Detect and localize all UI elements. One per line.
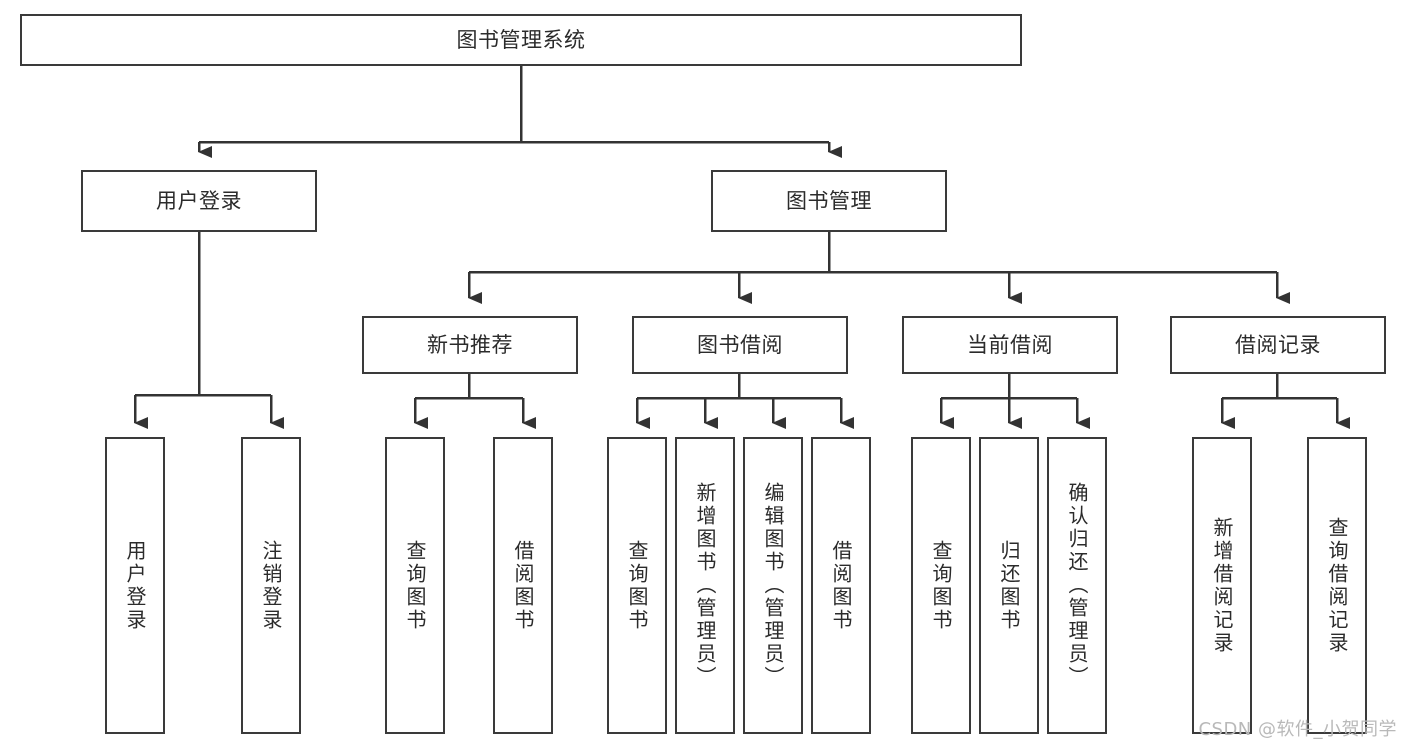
node-leaf-user-login[interactable]: 用户登录 (105, 437, 165, 734)
node-leaf-query-book-2[interactable]: 查询图书 (607, 437, 667, 734)
node-user-login-label: 用户登录 (156, 188, 242, 213)
node-leaf-return-book-label: 归还图书 (997, 539, 1021, 632)
node-leaf-query-book-3[interactable]: 查询图书 (911, 437, 971, 734)
node-leaf-query-book-1[interactable]: 查询图书 (385, 437, 445, 734)
node-leaf-borrow-book-1[interactable]: 借阅图书 (493, 437, 553, 734)
node-leaf-edit-book[interactable]: 编辑图书（管理员） (743, 437, 803, 734)
node-leaf-confirm-return[interactable]: 确认归还（管理员） (1047, 437, 1107, 734)
node-book-borrow-label: 图书借阅 (697, 332, 783, 357)
node-current-borrow-label: 当前借阅 (967, 332, 1053, 357)
node-new-book-rec-label: 新书推荐 (427, 332, 513, 357)
node-user-login[interactable]: 用户登录 (81, 170, 317, 232)
node-leaf-user-login-label: 用户登录 (123, 539, 147, 632)
node-book-manage[interactable]: 图书管理 (711, 170, 947, 232)
node-leaf-query-record-label: 查询借阅记录 (1325, 516, 1349, 655)
node-leaf-query-book-2-label: 查询图书 (625, 539, 649, 632)
node-leaf-add-record-label: 新增借阅记录 (1210, 516, 1234, 655)
node-leaf-borrow-book-1-label: 借阅图书 (511, 539, 535, 632)
node-leaf-add-book[interactable]: 新增图书（管理员） (675, 437, 735, 734)
node-leaf-logout[interactable]: 注销登录 (241, 437, 301, 734)
node-root[interactable]: 图书管理系统 (20, 14, 1022, 66)
node-leaf-borrow-book-2-label: 借阅图书 (829, 539, 853, 632)
node-current-borrow[interactable]: 当前借阅 (902, 316, 1118, 374)
node-leaf-logout-label: 注销登录 (259, 539, 283, 632)
node-root-label: 图书管理系统 (456, 27, 586, 52)
node-leaf-query-record[interactable]: 查询借阅记录 (1307, 437, 1367, 734)
node-new-book-rec[interactable]: 新书推荐 (362, 316, 578, 374)
node-book-manage-label: 图书管理 (786, 188, 872, 213)
node-borrow-record[interactable]: 借阅记录 (1170, 316, 1386, 374)
node-leaf-edit-book-label: 编辑图书（管理员） (761, 482, 785, 689)
node-leaf-borrow-book-2[interactable]: 借阅图书 (811, 437, 871, 734)
node-leaf-add-book-label: 新增图书（管理员） (693, 482, 717, 689)
node-leaf-query-book-3-label: 查询图书 (929, 539, 953, 632)
node-leaf-confirm-return-label: 确认归还（管理员） (1065, 482, 1089, 689)
node-leaf-return-book[interactable]: 归还图书 (979, 437, 1039, 734)
node-leaf-add-record[interactable]: 新增借阅记录 (1192, 437, 1252, 734)
node-leaf-query-book-1-label: 查询图书 (403, 539, 427, 632)
watermark-text: CSDN @软件_小贺同学 (1198, 719, 1397, 740)
node-book-borrow[interactable]: 图书借阅 (632, 316, 848, 374)
node-borrow-record-label: 借阅记录 (1235, 332, 1321, 357)
